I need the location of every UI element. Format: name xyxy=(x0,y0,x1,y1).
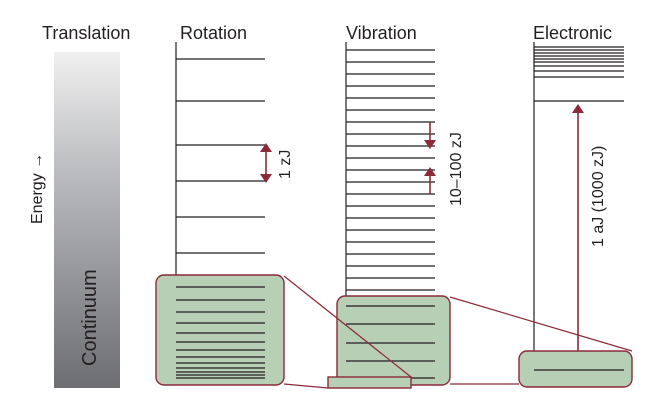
rotation-spacing-label: 1 zJ xyxy=(277,150,294,179)
electronic-spacing-label: 1 aJ (1000 zJ) xyxy=(590,146,607,247)
vibration-zoom-box xyxy=(336,295,451,386)
rotation-spacing-arrow xyxy=(260,143,272,183)
rotation-zoom-levels xyxy=(176,286,265,379)
electronic-levels xyxy=(534,46,624,102)
rotation-connector-line xyxy=(283,275,412,378)
continuum-label: Continuum xyxy=(79,269,101,366)
rotation-title: Rotation xyxy=(180,23,247,43)
vibration-connector-line xyxy=(449,296,633,352)
rotation-levels xyxy=(176,58,265,254)
electronic-spacing-arrow xyxy=(572,104,584,368)
vibration-spacing-label: 10–100 zJ xyxy=(448,132,465,206)
electronic-title: Electronic xyxy=(533,23,612,43)
rotation-zoom-target-box xyxy=(327,376,412,389)
rotation-connector-line xyxy=(283,383,329,389)
translation-title: Translation xyxy=(42,23,130,43)
vibration-title: Vibration xyxy=(346,23,417,43)
energy-axis-label: Energy → xyxy=(29,153,46,224)
translation-continuum xyxy=(54,52,120,388)
vibration-levels xyxy=(346,49,435,291)
electronic-zoom-box xyxy=(518,350,633,388)
vibration-spacing-arrows xyxy=(424,122,436,194)
